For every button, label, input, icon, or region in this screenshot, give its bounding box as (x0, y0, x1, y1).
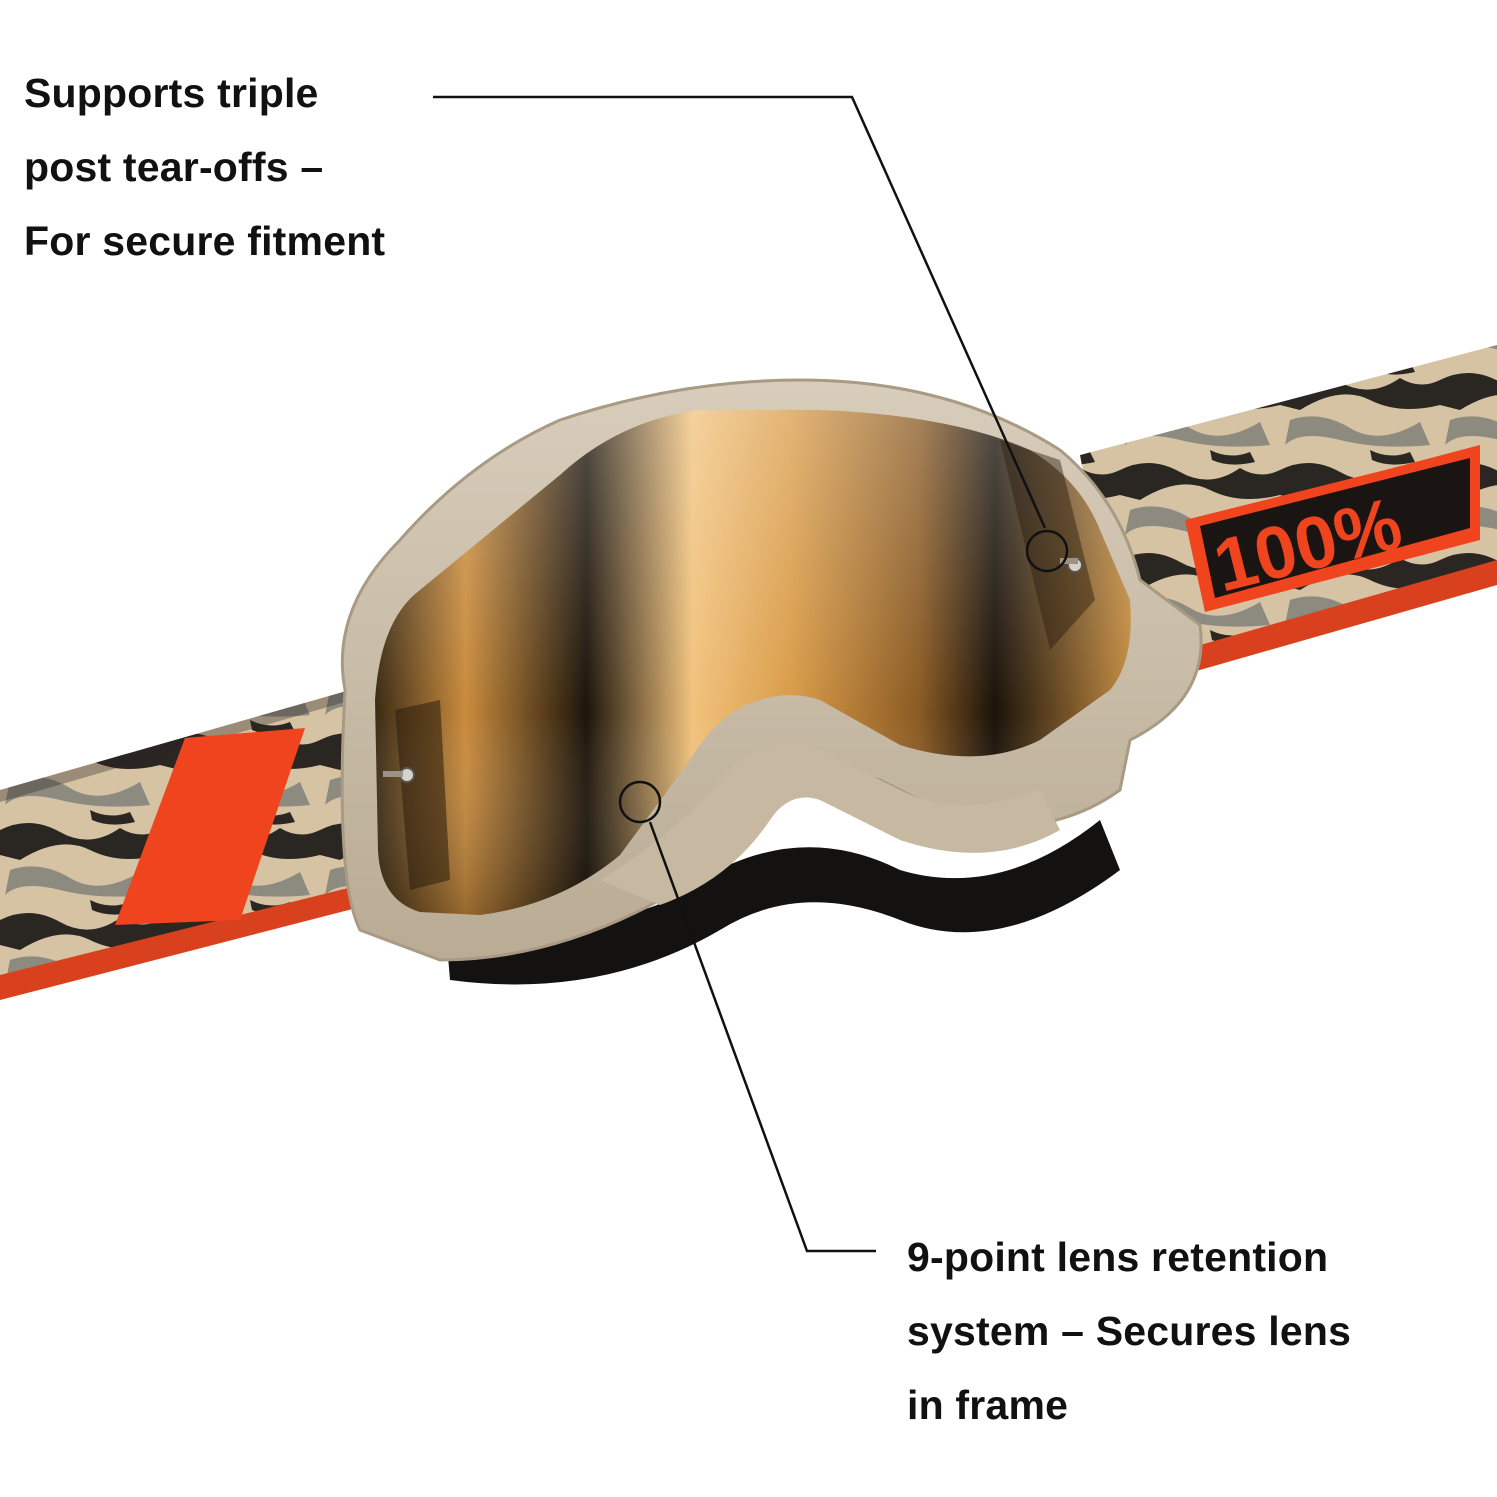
callout-tear-offs-line: post tear-offs – (24, 144, 324, 190)
callout-leader-top (433, 95, 1069, 573)
callout-tear-offs-line: Supports triple (24, 70, 319, 116)
strap-stripe-icon (115, 728, 305, 925)
callout-tear-offs-line: For secure fitment (24, 218, 386, 264)
callout-lens-retention-line: in frame (907, 1382, 1069, 1428)
callout-tear-offs: Supports triple post tear-offs – For sec… (24, 56, 385, 278)
left-strap (0, 690, 368, 1000)
callout-lens-retention-line: system – Secures lens (907, 1308, 1352, 1354)
callout-lens-retention: 9-point lens retention system – Secures … (907, 1220, 1351, 1442)
tear-off-post-icon (1060, 557, 1083, 573)
tear-off-post-left-icon (383, 767, 415, 783)
goggle-foam (440, 820, 1120, 985)
frame-nose-bridge (600, 743, 1060, 905)
goggle-lens (375, 410, 1131, 915)
right-strap: 100% (1080, 345, 1497, 690)
callout-leader-bottom (618, 780, 876, 1253)
callout-lens-retention-line: 9-point lens retention (907, 1234, 1329, 1280)
